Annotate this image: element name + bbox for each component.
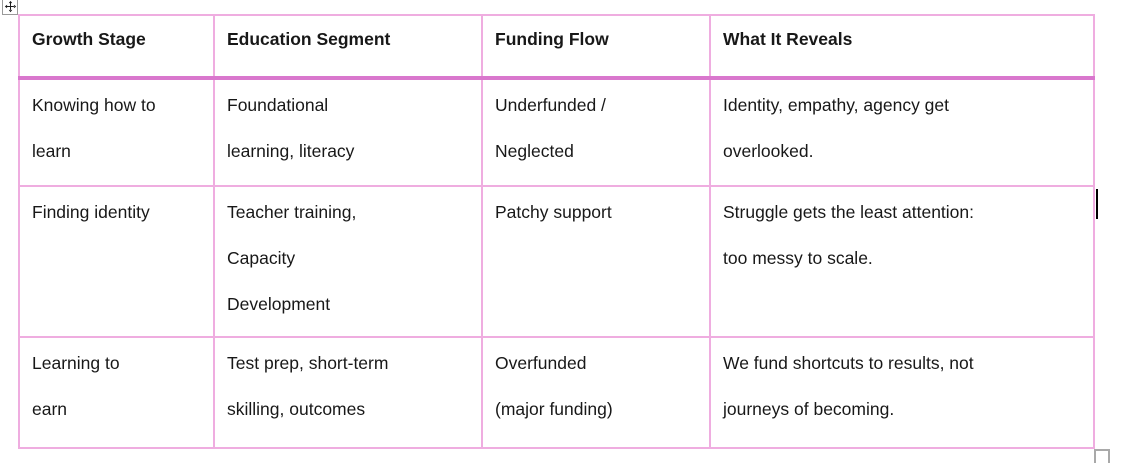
cell-growth-stage[interactable]: Learning to earn [18, 336, 215, 449]
cell-education-segment[interactable]: Test prep, short-term skilling, outcomes [213, 336, 483, 449]
table-move-handle[interactable] [2, 0, 18, 15]
header-row: Growth Stage Education Segment Funding F… [18, 14, 1095, 80]
table-resize-handle[interactable] [1094, 449, 1110, 463]
column-header-growth-stage[interactable]: Growth Stage [18, 14, 215, 80]
table-row-finding-identity: Finding identity Teacher training, Capac… [18, 185, 1095, 338]
table-row-learning-to-earn: Learning to earn Test prep, short-term s… [18, 336, 1095, 449]
cell-growth-stage[interactable]: Knowing how to learn [18, 77, 215, 187]
move-icon [4, 0, 16, 13]
cell-education-segment[interactable]: Teacher training, Capacity Development [213, 185, 483, 338]
cell-funding-flow[interactable]: Underfunded / Neglected [481, 77, 711, 187]
cell-education-segment[interactable]: Foundational learning, literacy [213, 77, 483, 187]
data-table: Growth Stage Education Segment Funding F… [18, 14, 1095, 449]
cell-funding-flow[interactable]: Overfunded (major funding) [481, 336, 711, 449]
cell-funding-flow[interactable]: Patchy support [481, 185, 711, 338]
text-cursor [1096, 189, 1098, 219]
column-header-what-it-reveals[interactable]: What It Reveals [709, 14, 1095, 80]
cell-growth-stage[interactable]: Finding identity [18, 185, 215, 338]
cell-what-it-reveals[interactable]: We fund shortcuts to results, not journe… [709, 336, 1095, 449]
column-header-education-segment[interactable]: Education Segment [213, 14, 483, 80]
column-header-funding-flow[interactable]: Funding Flow [481, 14, 711, 80]
cell-what-it-reveals[interactable]: Identity, empathy, agency get overlooked… [709, 77, 1095, 187]
cell-what-it-reveals[interactable]: Struggle gets the least attention: too m… [709, 185, 1095, 338]
table-row-knowing-how-to-learn: Knowing how to learn Foundational learni… [18, 77, 1095, 187]
